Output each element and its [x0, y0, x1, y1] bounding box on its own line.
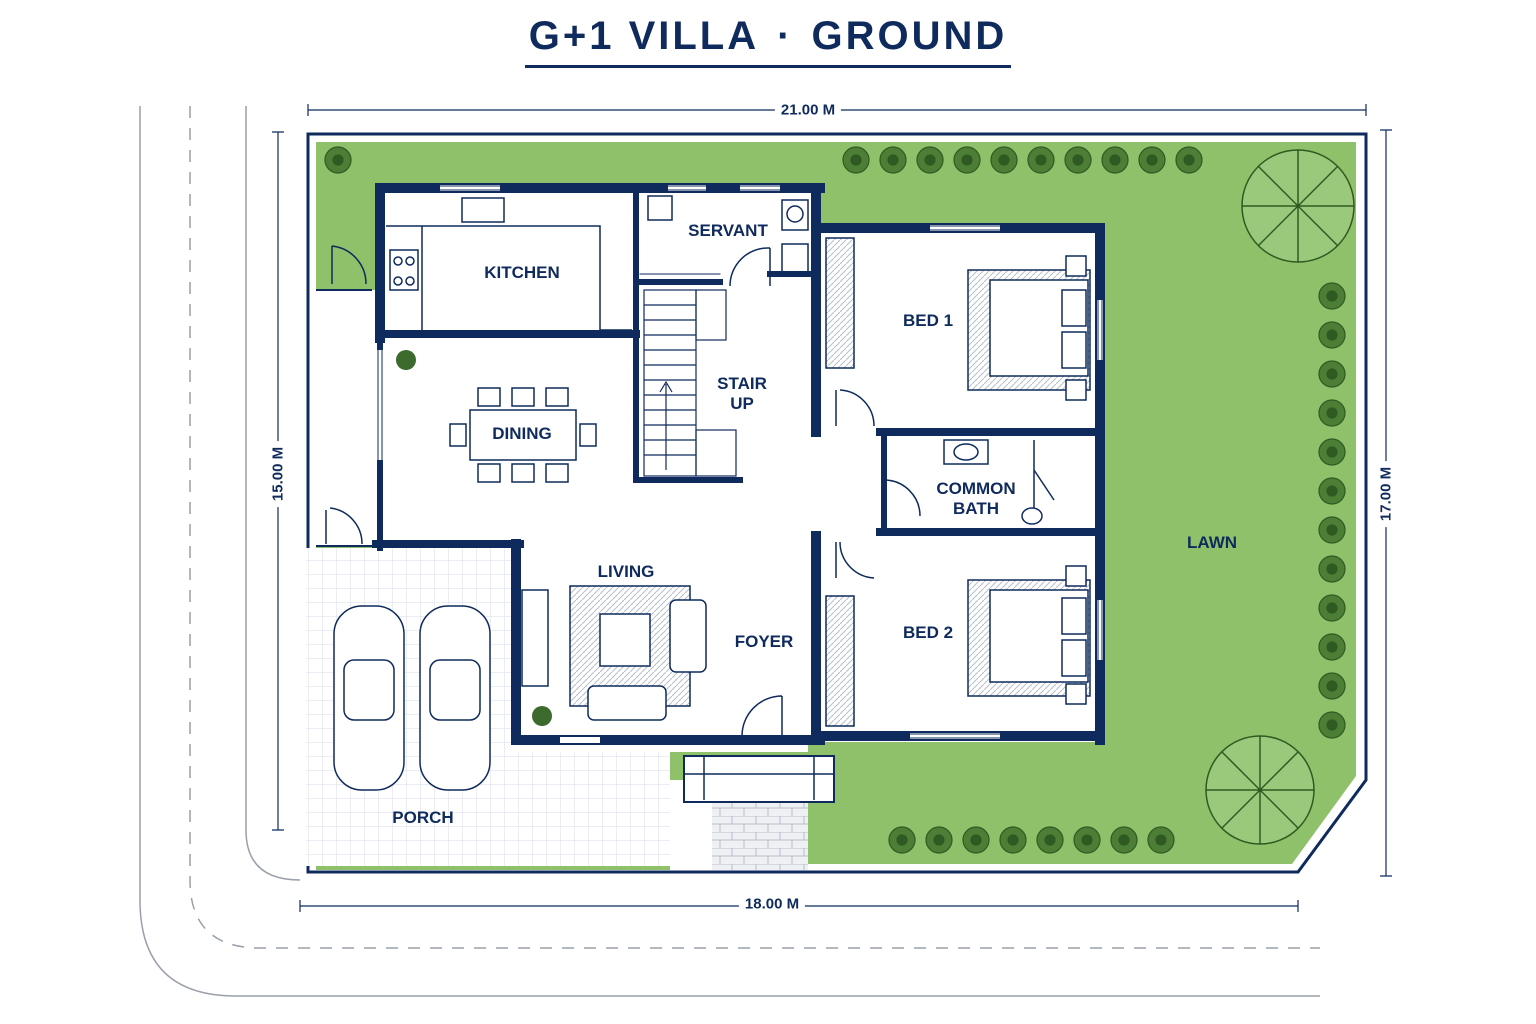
shrub-center [1326, 329, 1338, 341]
cars [333, 605, 491, 791]
dimension-left: 15.00 M [269, 440, 287, 508]
dining-table [449, 387, 597, 483]
staircase [643, 289, 737, 477]
shrub-center [1326, 290, 1338, 302]
road-edge [139, 106, 1320, 997]
shrub-center [970, 834, 982, 846]
window-lines [377, 185, 1103, 739]
bed2-furniture [825, 565, 1091, 727]
shrub-center [332, 154, 344, 166]
shrub-center [896, 834, 908, 846]
shrub-center [1326, 524, 1338, 536]
shrub-center [1326, 719, 1338, 731]
dimension-bottom: 18.00 M [738, 895, 806, 913]
windows [377, 185, 1103, 743]
title-separator: · [777, 14, 794, 58]
room-label-dining: DINING [492, 424, 552, 443]
room-label-foyer: FOYER [734, 632, 794, 651]
bed1-furniture [825, 237, 1091, 401]
bath-fixtures [943, 439, 1055, 525]
shrub-center [1326, 368, 1338, 380]
servant-fixtures [647, 195, 809, 273]
shrub-center [1118, 834, 1130, 846]
shrub-center [1035, 154, 1047, 166]
trees [1205, 149, 1355, 845]
shrub-center [850, 154, 862, 166]
room-label-servant: SERVANT [688, 221, 768, 240]
room-label-living: LIVING [597, 562, 655, 581]
room-label-lawn: LAWN [1186, 533, 1238, 552]
dimension-right: 17.00 M [1377, 460, 1395, 528]
shrub-center [1326, 641, 1338, 653]
side-passage [316, 290, 376, 546]
room-label-common-bath: COMMON BATH [936, 479, 1016, 518]
kitchen-counter [386, 197, 632, 331]
shrub-center [1326, 602, 1338, 614]
shrub-center [1326, 680, 1338, 692]
title-sub: GROUND [811, 14, 1008, 58]
room-label-kitchen: KITCHEN [484, 263, 560, 282]
living-furniture [521, 585, 707, 721]
dimension-top: 21.00 M [774, 101, 842, 119]
title-main: G+1 VILLA [528, 14, 760, 58]
shrub-center [933, 834, 945, 846]
entry-steps [683, 755, 835, 803]
room-label-porch: PORCH [392, 808, 454, 827]
shrub-center [1109, 154, 1121, 166]
house-footprint [376, 184, 1102, 752]
shrubs [324, 146, 1346, 854]
shrub-center [1007, 834, 1019, 846]
shrub-center [1146, 154, 1158, 166]
shrub-center [1326, 446, 1338, 458]
entry-walkway [712, 800, 808, 870]
shrub-center [1326, 563, 1338, 575]
room-label-bed2: BED 2 [902, 623, 954, 642]
shrub-center [1155, 834, 1167, 846]
shrub-center [961, 154, 973, 166]
shrub-center [1081, 834, 1093, 846]
indoor-plants [396, 350, 552, 726]
shrub-center [1072, 154, 1084, 166]
shrub-center [887, 154, 899, 166]
plan-title: G+1 VILLA · GROUND [0, 14, 1536, 68]
room-label-stair: STAIR UP [717, 374, 767, 413]
shrub-center [1183, 154, 1195, 166]
shrub-center [1044, 834, 1056, 846]
doors [325, 245, 921, 737]
shrub-center [1326, 485, 1338, 497]
shrub-center [1326, 407, 1338, 419]
shrub-center [998, 154, 1010, 166]
shrub-center [924, 154, 936, 166]
room-label-bed1: BED 1 [902, 311, 954, 330]
